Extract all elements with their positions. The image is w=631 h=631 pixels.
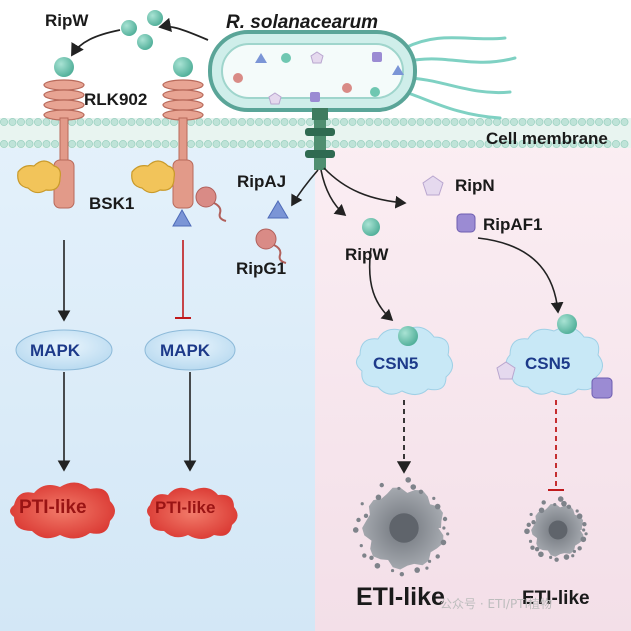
ripaf1-to-csn5-arrow	[477, 237, 564, 314]
bsk1-label: BSK1	[89, 194, 135, 213]
ripaj-icon	[267, 200, 289, 219]
ripn-label: RipN	[455, 176, 495, 195]
ripw-effector-icon	[362, 218, 380, 236]
cell-membrane-label: Cell membrane	[486, 129, 608, 148]
bsk1-kinase-right	[131, 160, 175, 194]
ripw-to-csn5-arrow	[368, 247, 394, 322]
ripn-icon	[422, 175, 444, 196]
rlk902-receptor-left	[43, 57, 85, 209]
ripw-to-rlk902-arrow	[71, 29, 121, 57]
pathogen-label: R. solanacearum	[226, 12, 379, 33]
mapk-left-label: MAPK	[30, 341, 81, 360]
ripaj-label: RipAJ	[237, 172, 287, 191]
secretion-arrows	[291, 167, 407, 217]
rlk902-receptor-right	[162, 57, 204, 209]
bacterium-icon	[208, 30, 517, 170]
eti-right-label: ETI-like	[522, 588, 590, 609]
mapk-right-label: MAPK	[160, 341, 211, 360]
csn5-left-label: CSN5	[373, 354, 419, 373]
pti-right-label: PTI-like	[155, 498, 216, 517]
pti-left-blob	[10, 482, 115, 539]
csn5-left-complex	[356, 326, 453, 395]
eti-left-label: ETI-like	[356, 583, 445, 611]
rlk902-label: RLK902	[84, 90, 148, 109]
eti-left-cell-death	[352, 477, 450, 577]
pti-right-blob	[147, 487, 238, 539]
pti-left-label: PTI-like	[19, 497, 87, 518]
bsk1-kinase-left	[17, 160, 61, 194]
extracellular-left-panel	[0, 130, 315, 631]
mapk-right-oval	[144, 329, 236, 371]
secretion-arrow-top	[158, 17, 209, 41]
watermark: 公众号 · ETI/PTI植物	[440, 597, 553, 611]
ripg1-on-receptor-icon	[195, 186, 227, 222]
mapk-left-oval	[15, 329, 113, 371]
csn5-right-label: CSN5	[525, 354, 571, 373]
ripg1-icon	[255, 228, 287, 264]
ripg1-label: RipG1	[236, 259, 287, 278]
eti-right-cell-death	[524, 496, 588, 562]
ripw-mid-label: RipW	[345, 245, 389, 264]
ripaf1-icon	[456, 213, 476, 233]
ripw-top-label: RipW	[45, 11, 89, 30]
ripaf1-label: RipAF1	[483, 215, 543, 234]
ripaj-on-receptor-icon	[172, 208, 192, 227]
ripw-secreted-balls	[121, 10, 163, 50]
csn5-right-complex	[496, 314, 613, 399]
